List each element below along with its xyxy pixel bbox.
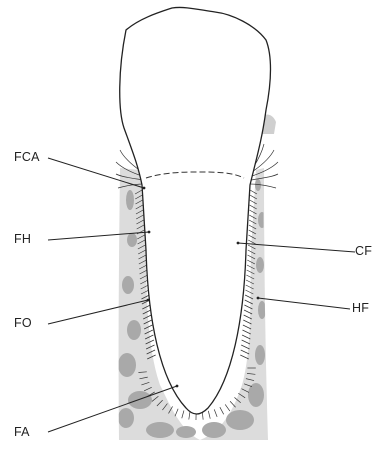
pdl-fiber — [241, 350, 249, 354]
pdl-fiber — [242, 340, 250, 344]
label-hf: HF — [352, 302, 369, 315]
label-cf: CF — [355, 245, 372, 258]
pdl-fiber — [214, 409, 217, 417]
label-fa: FA — [14, 426, 30, 439]
label-fo: FO — [14, 317, 32, 330]
pdl-fiber — [175, 409, 178, 416]
pdl-fiber — [242, 335, 250, 339]
pdl-fiber — [241, 345, 249, 349]
pdl-fiber — [182, 411, 184, 419]
pdl-fiber — [225, 404, 230, 411]
pdl-fiber — [220, 407, 224, 414]
pdl-fiber — [189, 412, 190, 420]
label-fca: FCA — [14, 151, 40, 164]
label-fh: FH — [14, 233, 31, 246]
pdl-fiber — [208, 411, 210, 419]
